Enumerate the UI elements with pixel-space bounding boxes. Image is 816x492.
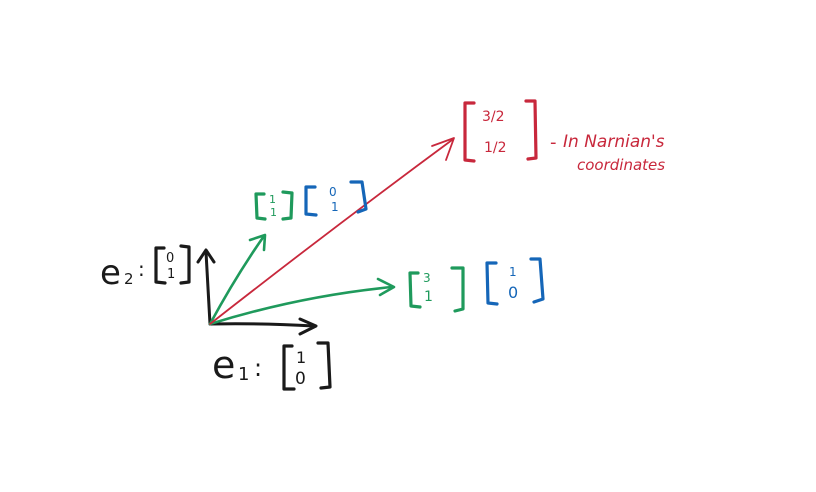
red-vector: 3/2 1/2 (463, 99, 538, 163)
blue-upper-vector: 0 1 (304, 180, 368, 217)
green-upper-top: 1 (269, 193, 276, 206)
e2-colon: : (138, 257, 145, 281)
e1-arrow (208, 322, 316, 328)
e2-label: e 2 : 0 1 (100, 244, 191, 293)
green-lower-arrow (208, 285, 394, 326)
e1-subscript: 1 (238, 364, 249, 385)
blue-upper-right-bracket (349, 180, 368, 214)
e2-bottom: 1 (167, 267, 175, 282)
blue-lower-top: 1 (509, 265, 517, 279)
green-lower-arrowhead (376, 277, 396, 297)
blue-lower-right-bracket (529, 257, 545, 304)
blue-upper-bottom: 1 (331, 200, 339, 214)
annotation-line1: In Narnian's (563, 132, 665, 152)
e2-symbol: e (100, 253, 121, 293)
e1-bottom: 0 (295, 369, 306, 389)
e2-right-bracket (179, 244, 191, 285)
red-arrowhead (431, 137, 455, 161)
red-top: 3/2 (482, 109, 505, 125)
blue-upper-top: 0 (329, 185, 337, 199)
e1-label: e 1 : 1 0 (212, 341, 332, 391)
green-upper-arrow (208, 234, 266, 326)
annotation-line2: coordinates (577, 156, 665, 174)
green-lower-left-bracket (408, 271, 422, 309)
e2-arrow (204, 250, 212, 326)
e1-arrowhead (298, 317, 318, 336)
e1-left-bracket (282, 344, 296, 391)
e2-subscript: 2 (124, 270, 134, 288)
green-lower-right-bracket (450, 266, 465, 313)
e2-left-bracket (154, 246, 167, 285)
green-lower-vector: 3 1 (408, 266, 465, 313)
e1-colon: : (254, 354, 262, 382)
blue-upper-left-bracket (304, 185, 318, 217)
blue-lower-bottom: 0 (508, 283, 518, 302)
green-upper-bottom: 1 (270, 206, 277, 219)
green-upper-left-bracket (254, 192, 267, 221)
e1-symbol: e (212, 343, 235, 387)
e1-right-bracket (316, 341, 332, 390)
e1-top: 1 (296, 348, 306, 367)
green-lower-bottom: 1 (424, 289, 433, 305)
red-bottom: 1/2 (484, 140, 507, 156)
e2-top: 0 (166, 251, 174, 266)
green-upper-vector: 1 1 (254, 190, 294, 221)
annotation-dash: - (550, 132, 557, 153)
arrows (196, 137, 455, 336)
blue-lower-vector: 1 0 (485, 257, 545, 306)
annotation: - In Narnian's coordinates (550, 132, 665, 174)
green-lower-top: 3 (423, 271, 431, 285)
green-upper-right-bracket (281, 190, 294, 221)
red-left-bracket (463, 101, 476, 163)
e2-arrowhead (196, 248, 216, 264)
red-arrow (209, 139, 453, 325)
green-upper-arrowhead (248, 233, 267, 252)
red-right-bracket (524, 99, 538, 161)
blue-lower-left-bracket (485, 261, 499, 306)
